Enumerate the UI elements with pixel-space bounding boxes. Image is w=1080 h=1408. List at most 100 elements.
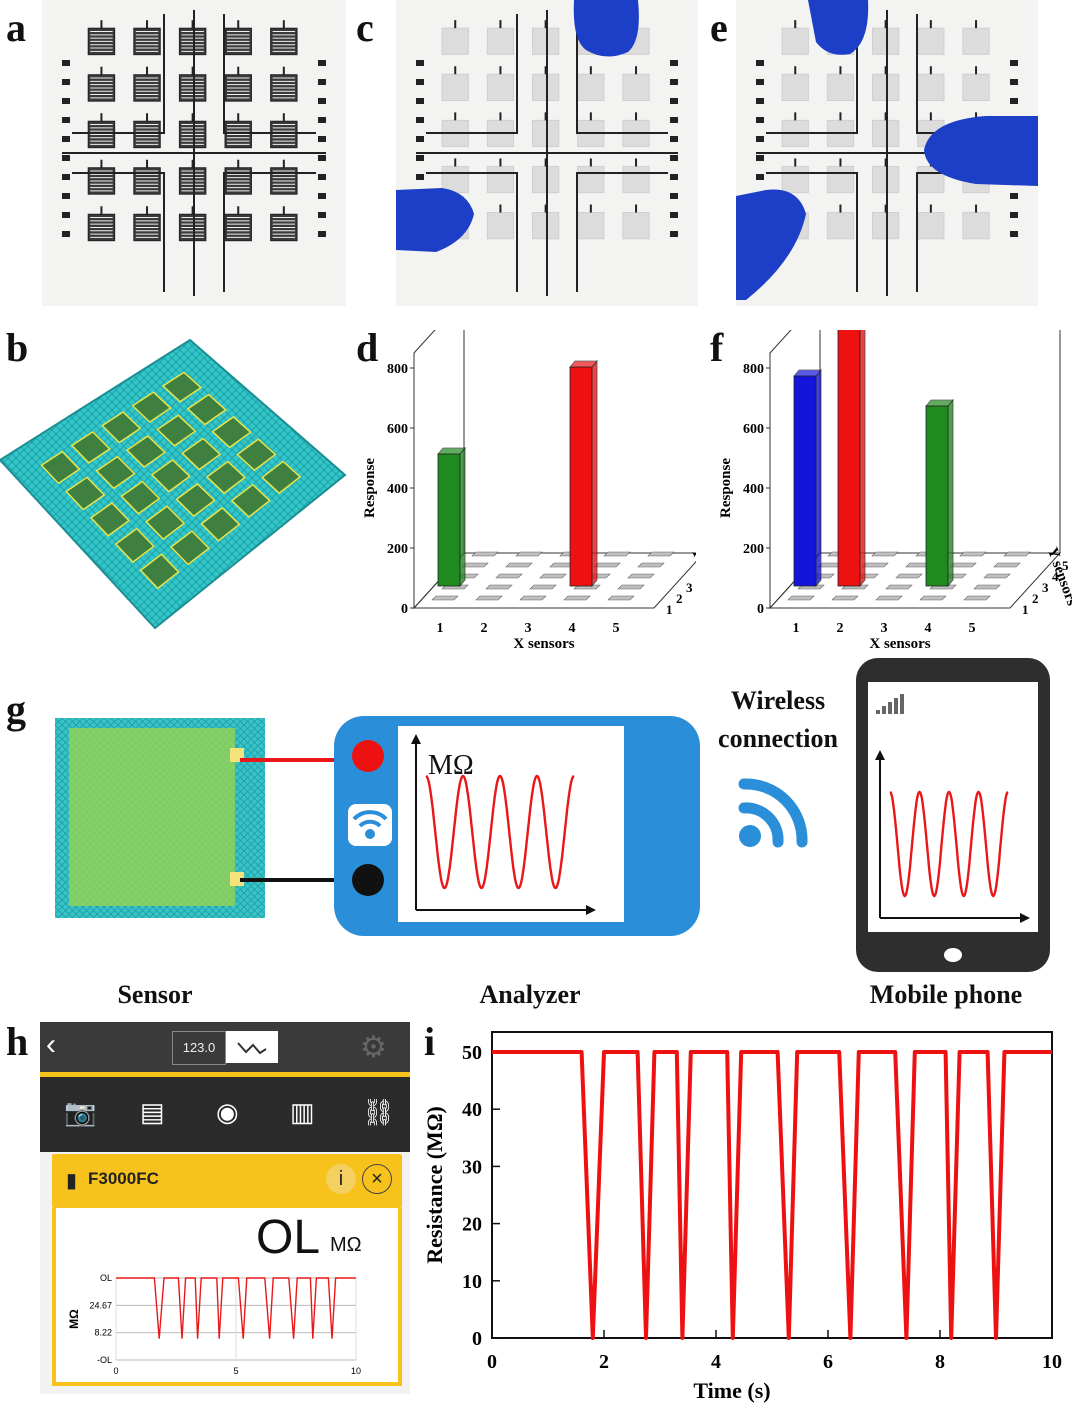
floor-tile	[831, 595, 859, 601]
render-sensor-pad	[40, 450, 81, 485]
edge-contact	[62, 117, 70, 123]
floor-tile	[505, 562, 533, 568]
sensor-array-photo	[42, 0, 346, 306]
sensor-pad	[962, 27, 990, 55]
z-tick-label: 3	[1042, 580, 1049, 595]
render-sensor-pad	[236, 438, 277, 472]
glove-finger	[808, 0, 869, 55]
sensor-pad	[441, 165, 469, 194]
render-sensor-pad	[89, 501, 131, 537]
printed-array	[62, 10, 326, 296]
sensor-pad	[781, 27, 809, 55]
app-toolbar: 📷 ▤ ◉ ▥ ⛓	[40, 1077, 410, 1152]
app-y-tick-label: 8.22	[94, 1328, 112, 1338]
wireless-icon[interactable]: ◉	[216, 1097, 239, 1127]
edge-contact	[62, 155, 70, 161]
render-sensor-pad	[114, 527, 155, 564]
y-tick-label: 200	[387, 542, 408, 557]
floor-tile	[471, 551, 499, 557]
x-tick-label: 1	[793, 621, 800, 636]
back-chevron-icon[interactable]: ‹	[46, 1028, 56, 1061]
floor-tile	[637, 562, 665, 568]
sensor-pad	[781, 165, 809, 194]
sensor-pad	[441, 73, 469, 101]
edge-contact	[1010, 79, 1018, 85]
app-x-tick-label: 10	[351, 1366, 361, 1376]
sensor-pad	[622, 212, 650, 240]
render-sensor-pad	[95, 455, 136, 490]
bar-front	[437, 453, 461, 587]
bar-side	[859, 330, 866, 588]
close-button[interactable]: ×	[362, 1164, 392, 1194]
x-tick-label: 4	[711, 1351, 721, 1373]
trace-line	[72, 14, 316, 134]
render-sensor-pad	[70, 430, 111, 464]
edge-contact	[318, 79, 326, 85]
sensor-caption: Sensor	[117, 980, 193, 1009]
edge-contact	[670, 212, 678, 218]
panel-label-e: e	[710, 5, 728, 50]
bar-top	[437, 447, 466, 455]
floor-tile	[563, 595, 591, 601]
trace-line	[426, 14, 668, 134]
floor-tile	[607, 595, 635, 601]
sensor-pad	[441, 27, 469, 55]
app-x-tick-label: 0	[113, 1366, 118, 1376]
signal-bar	[888, 702, 892, 714]
plot-frame	[491, 1031, 1053, 1339]
app-trace	[116, 1277, 356, 1339]
sensor-pad	[486, 212, 515, 240]
edge-contact	[670, 155, 678, 161]
edge-contact	[318, 136, 326, 142]
device-card-header: ▮ F3000FC i ×	[52, 1154, 402, 1208]
edge-contact	[670, 117, 678, 123]
analyzer-screen: MΩ	[398, 726, 624, 922]
glove-finger	[396, 188, 474, 252]
edge-contact	[756, 136, 764, 142]
plot-x-arrow	[1020, 913, 1030, 923]
floor-tile	[519, 595, 547, 601]
edge-contact	[62, 98, 70, 104]
analyzer-device: MΩ	[334, 716, 700, 936]
signal-bar	[900, 694, 904, 714]
plot-y-arrow	[875, 750, 885, 760]
x-tick-label: 5	[969, 621, 976, 636]
add-record-icon[interactable]: ▤	[140, 1097, 165, 1127]
settings-gear-icon[interactable]: ⚙	[360, 1031, 387, 1064]
value-view-tab[interactable]: 123.0	[172, 1031, 226, 1065]
app-x-tick-label: 5	[233, 1366, 238, 1376]
info-button[interactable]: i	[326, 1164, 356, 1194]
glove-finger	[924, 116, 1038, 186]
y-tick-label: 20	[462, 1214, 482, 1236]
camera-icon[interactable]: 📷	[64, 1097, 97, 1127]
sensor-pad	[622, 165, 650, 194]
plot-y-arrow	[411, 734, 421, 744]
link-icon[interactable]: ⛓	[362, 1097, 396, 1127]
edge-contact	[1010, 60, 1018, 66]
sensor-pad	[826, 73, 855, 101]
edge-contact	[318, 174, 326, 180]
render-sensor-pad	[139, 553, 180, 590]
floor-tile	[627, 573, 655, 579]
glove-finger	[573, 0, 639, 57]
floor-tile	[539, 573, 567, 579]
edge-contact	[670, 193, 678, 199]
render-sensor-pad	[145, 505, 186, 541]
meter-icon: ▮	[66, 1170, 78, 1192]
x-axis-label: X sensors	[513, 636, 574, 652]
render-sensor-pad	[101, 411, 142, 444]
sensor-pad	[486, 73, 515, 101]
render-sensor-pad	[175, 482, 216, 518]
floor-tile	[963, 595, 991, 601]
sensor-square	[55, 718, 265, 918]
graph-view-tab[interactable]	[226, 1031, 278, 1063]
floor-tile	[973, 584, 1001, 590]
panel-label-i: i	[424, 1019, 436, 1064]
document-icon[interactable]: ▥	[290, 1097, 315, 1127]
x-tick-label: 2	[599, 1351, 609, 1373]
floor-tile	[895, 573, 923, 579]
floor-tile	[919, 595, 947, 601]
y-tick-label: 30	[462, 1156, 482, 1178]
sensor-pad	[577, 212, 605, 240]
